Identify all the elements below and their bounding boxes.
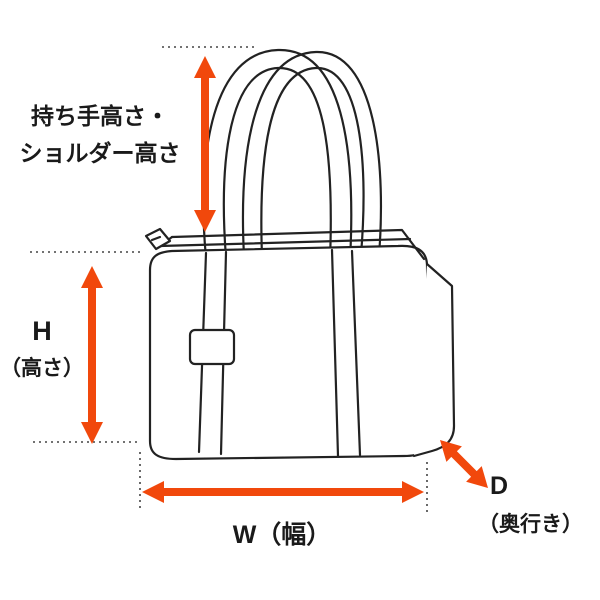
handle-height-label-line1: 持ち手高さ・: [31, 103, 169, 129]
depth-arrow: [440, 440, 488, 488]
bag-handle-rear: [241, 50, 383, 270]
height-caption-label: （高さ）: [0, 357, 84, 380]
height-symbol-label: H: [32, 316, 52, 346]
measurement-arrows: [81, 56, 488, 503]
handle-height-label: 持ち手高さ・ ショルダー高さ: [5, 98, 195, 172]
strap-keeper: [188, 328, 236, 366]
strap-right-inner: [330, 248, 340, 458]
guide-lines: [30, 46, 428, 512]
width-label: W（幅）: [232, 521, 332, 549]
height-arrow: [81, 266, 103, 444]
depth-caption-label: （奥行き）: [478, 513, 583, 536]
handle-height-label-line2: ショルダー高さ: [19, 140, 181, 166]
strap-right-outer: [350, 249, 362, 457]
handle-height-arrow: [194, 56, 216, 232]
bag-drawing: [144, 48, 456, 461]
width-arrow: [142, 481, 424, 503]
depth-symbol-label: D: [490, 472, 509, 500]
bag-side-panel: [412, 262, 456, 458]
bag-handle-front: [202, 48, 353, 262]
zipper-pull: [144, 227, 172, 251]
